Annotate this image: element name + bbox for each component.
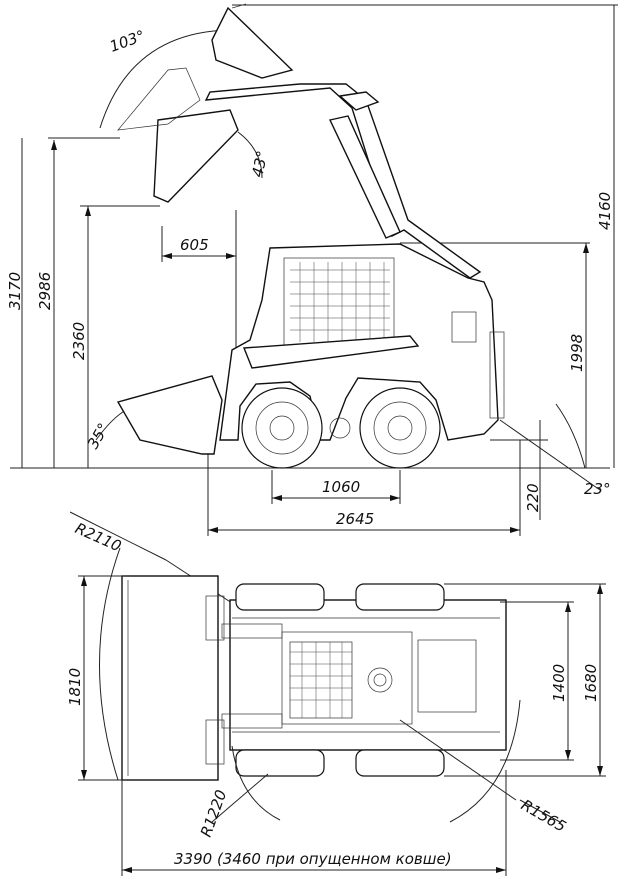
side-view: 103° 43° 605 3170 2986 2360 4160 1998 35… (6, 3, 618, 536)
label-1680: 1680 (582, 664, 600, 702)
cab-hex-mesh (290, 262, 390, 342)
arrow-605-l (162, 253, 172, 259)
machine-body (219, 243, 505, 441)
label-4160: 4160 (596, 192, 614, 230)
label-3170: 3170 (6, 272, 24, 310)
label-1060: 1060 (322, 478, 360, 496)
wheel-rear-left (355, 583, 445, 611)
arc-R1565 (449, 699, 521, 823)
arrow-605-r (226, 253, 236, 259)
label-605: 605 (180, 236, 209, 254)
arc-23 (555, 403, 586, 469)
cab-top-mesh (289, 641, 353, 719)
arrow-1060-r (390, 495, 400, 501)
label-2360: 2360 (70, 322, 88, 360)
fuel-cap (367, 667, 393, 693)
rear-wheel (359, 387, 441, 469)
label-1400: 1400 (550, 664, 568, 702)
label-2986: 2986 (36, 272, 54, 310)
bucket-raised-top (211, 3, 294, 79)
rear-light (489, 331, 505, 419)
arc-R2110 (99, 547, 121, 781)
lift-arm (204, 83, 482, 279)
arrow-2360 (85, 206, 91, 216)
label-43: 43° (248, 149, 271, 179)
label-R2110: R2110 (72, 519, 124, 555)
wheel-front-right (235, 749, 325, 777)
bucket-lowered (116, 375, 223, 455)
hub-cover (329, 417, 351, 439)
label-1810: 1810 (66, 668, 84, 706)
label-220: 220 (524, 483, 542, 512)
engine-cover (417, 639, 477, 713)
arm-left (221, 623, 283, 639)
bucket-mid (117, 67, 201, 131)
leader-R1565 (519, 799, 561, 823)
arrow-2645-r (510, 527, 520, 533)
leader-R2110 (69, 511, 167, 561)
arc-43 (237, 131, 263, 179)
arrow-1060-l (272, 495, 282, 501)
cab-top-mesh-lines (290, 642, 352, 718)
bucket-raised-dump (153, 109, 239, 203)
cab-top (281, 631, 413, 725)
wheel-rear-right (355, 749, 445, 777)
top-view: R2110 1810 1400 1680 R1220 R1565 3390 (3… (66, 511, 606, 876)
side-panel (451, 311, 477, 343)
bucket-top-view (121, 575, 225, 781)
machine-top-body (221, 583, 507, 777)
arrow-2986 (51, 140, 57, 150)
lower-arm (242, 335, 420, 369)
arrow-2645-l (208, 527, 218, 533)
label-23: 23° (584, 480, 611, 498)
leader-R1220 (211, 773, 269, 823)
wheel-front-left (235, 583, 325, 611)
arc-103 (99, 29, 231, 129)
radius-R1565 (399, 719, 517, 801)
label-R1220: R1220 (197, 788, 231, 840)
label-3390: 3390 (3460 при опущенном ковше) (174, 850, 452, 868)
arm-right (221, 713, 283, 729)
label-2645: 2645 (336, 510, 374, 528)
arrow-1998 (583, 243, 589, 253)
departure-line (499, 419, 601, 491)
label-R1565: R1565 (518, 796, 569, 836)
front-wheel (241, 387, 323, 469)
label-103: 103° (107, 26, 147, 55)
label-1998: 1998 (568, 334, 586, 372)
